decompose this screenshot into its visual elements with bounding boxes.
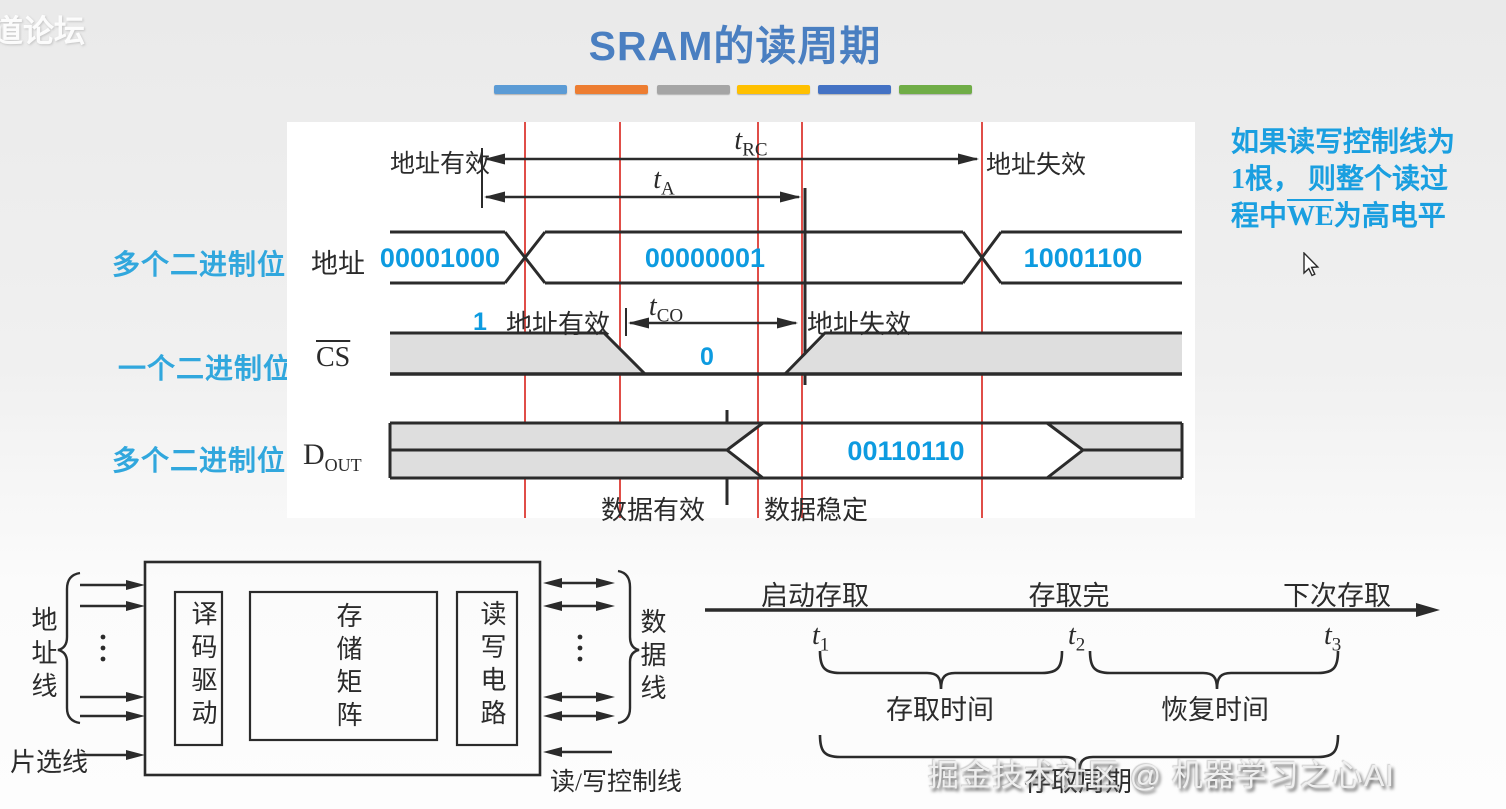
address-value-2: 00000001 xyxy=(644,243,766,273)
rw-circuit-box-label: 读写电路 xyxy=(477,600,506,732)
we-overline: WE xyxy=(1287,201,1334,232)
watermark-top-text: 道论坛 xyxy=(0,14,85,49)
data-lines-brace xyxy=(617,569,640,725)
data-line-arrows xyxy=(543,578,615,721)
dout-value: 00110110 xyxy=(847,436,965,466)
address-signal xyxy=(390,230,1182,285)
dout-signal xyxy=(388,421,1184,480)
address-line-arrows xyxy=(80,580,145,721)
rw-control-arrow xyxy=(543,747,612,757)
accent-bar-6 xyxy=(899,85,972,94)
timeline-event-next: 下次存取 xyxy=(1283,581,1391,611)
access-cycle-brace xyxy=(818,734,1340,776)
accent-bar-1 xyxy=(494,85,567,94)
cs-low-value: 0 xyxy=(700,343,714,371)
diagram-boxes xyxy=(143,560,542,777)
timeline-tick-t3: t3 xyxy=(1324,620,1342,656)
rw-control-label: 读/写控制线 xyxy=(550,769,682,796)
address-bus-label: 地址线 xyxy=(28,606,57,705)
row-label-address-bits: 多个二进制位 xyxy=(112,250,287,281)
label-cs-signal: CS xyxy=(316,342,351,373)
address-value-3: 10001100 xyxy=(1023,243,1143,273)
label-address-signal: 地址 xyxy=(311,249,365,279)
access-cycle-label: 存取周期 xyxy=(1024,767,1132,797)
row-label-dout-bits: 多个二进制位 xyxy=(112,446,287,477)
ta-arrow xyxy=(484,191,801,203)
label-tco: tCO xyxy=(648,291,684,327)
data-bus-label: 数据线 xyxy=(637,608,666,707)
label-addr-invalid-top: 地址失效 xyxy=(986,152,1087,179)
chip-select-label: 片选线 xyxy=(10,748,89,777)
mouse-cursor-icon xyxy=(1303,252,1320,277)
label-addr-valid-cs: 地址有效 xyxy=(506,310,611,339)
label-trc: tRC xyxy=(734,125,768,161)
row-label-cs-bit: 一个二进制位 xyxy=(118,354,293,385)
timeline-tick-t1: t1 xyxy=(812,620,830,656)
timeline-tick-t2: t2 xyxy=(1068,620,1086,656)
label-addr-valid-top: 地址有效 xyxy=(390,151,491,178)
address-lines-brace xyxy=(57,571,81,725)
tco-arrow xyxy=(628,317,798,329)
label-data-valid: 数据有效 xyxy=(601,496,706,525)
recovery-time-label: 恢复时间 xyxy=(1161,695,1269,725)
trc-arrow xyxy=(484,153,979,165)
chip-select-arrow xyxy=(80,750,145,760)
timing-diagram-panel: 地址有效 tRC tA 地址失效 地址 00001000 00000001 10… xyxy=(287,122,1195,525)
accent-bar-2 xyxy=(575,85,648,94)
label-ta: tA xyxy=(653,164,675,200)
timing-diagram-graphics xyxy=(388,122,1184,518)
watermark-top: 道论坛 xyxy=(0,6,85,51)
cs-signal xyxy=(390,331,1182,376)
access-time-brace xyxy=(818,650,1064,690)
recovery-time-brace xyxy=(1088,650,1340,690)
label-data-stable: 数据稳定 xyxy=(764,496,869,525)
accent-bar-5 xyxy=(818,85,891,94)
label-addr-invalid-cs: 地址失效 xyxy=(807,310,912,339)
access-cycle-timeline xyxy=(705,603,1440,776)
label-dout-signal: DOUT xyxy=(303,438,362,475)
note-line-2: 1根， 则整个读过 xyxy=(1231,164,1449,195)
memory-block-diagram xyxy=(57,560,640,777)
watermark-bottom: 掘金技术社区 @ 机器学习之心AI xyxy=(928,758,1395,793)
access-time-label: 存取时间 xyxy=(886,695,994,725)
cs-high-value: 1 xyxy=(473,308,487,336)
note-text: 如果读写控制线为 1根， 则整个读过 程中WE为高电平 xyxy=(1231,124,1503,235)
timeline-event-done: 存取完 xyxy=(1028,581,1110,611)
note-line-3: 程中WE为高电平 xyxy=(1231,201,1446,232)
storage-matrix-box-label: 存储矩阵 xyxy=(333,602,362,734)
timeline-axis xyxy=(705,603,1440,617)
decoder-driver-box-label: 译码驱动 xyxy=(188,600,217,732)
accent-bar-3 xyxy=(657,85,730,94)
address-value-1: 00001000 xyxy=(379,243,501,273)
accent-bar-4 xyxy=(737,85,810,94)
timeline-event-start: 启动存取 xyxy=(761,581,869,611)
note-line-1: 如果读写控制线为 xyxy=(1231,127,1456,158)
timeline-braces xyxy=(818,650,1340,776)
page-title: SRAM的读周期 xyxy=(588,23,882,69)
